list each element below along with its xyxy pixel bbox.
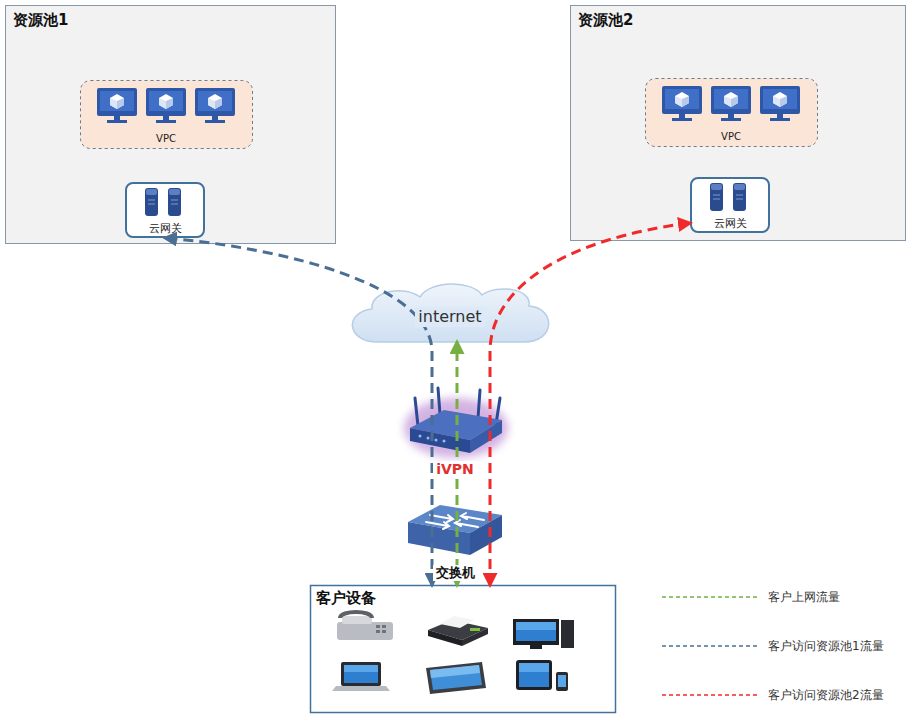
legend-item: 客户访问资源池1流量 bbox=[660, 637, 884, 655]
node-label: 云网关 bbox=[149, 222, 182, 235]
legend-line-sample bbox=[660, 594, 760, 600]
legend-item: 客户访问资源池2流量 bbox=[660, 686, 884, 704]
network-switch: 交换机 bbox=[400, 492, 510, 583]
legend-label: 客户上网流量 bbox=[768, 589, 840, 606]
legend-item: 客户上网流量 bbox=[660, 588, 840, 606]
node-label: 云网关 bbox=[714, 217, 747, 230]
vpc-group: VPC bbox=[80, 80, 252, 148]
legend-line-sample bbox=[660, 692, 760, 698]
cloud-gateway: 云网关 bbox=[690, 177, 770, 233]
legend-line-sample bbox=[660, 643, 760, 649]
resource-pool: 资源池2VPC 云网关 bbox=[570, 5, 905, 240]
legend-label: 客户访问资源池2流量 bbox=[768, 687, 884, 704]
ivpn-router: iVPN bbox=[400, 380, 510, 480]
pool2-traffic-line bbox=[490, 223, 690, 585]
node-label: 资源池2 bbox=[578, 11, 633, 29]
pool1-traffic-line bbox=[165, 238, 432, 585]
node-label: internet bbox=[415, 307, 484, 326]
node-label: 资源池1 bbox=[13, 11, 68, 29]
internet-cloud: internet bbox=[355, 290, 545, 344]
node-label: VPC bbox=[156, 133, 176, 145]
node-label: iVPN bbox=[433, 461, 477, 478]
resource-pool: 资源池1VPC 云网关 bbox=[5, 5, 335, 243]
node-label: 交换机 bbox=[433, 565, 478, 581]
node-label: VPC bbox=[721, 131, 741, 143]
customer-devices: 客户设备 bbox=[310, 585, 616, 713]
legend-label: 客户访问资源池1流量 bbox=[768, 638, 884, 655]
cloud-gateway: 云网关 bbox=[125, 182, 205, 238]
vpc-group: VPC bbox=[645, 78, 817, 146]
node-label: 客户设备 bbox=[316, 589, 376, 607]
